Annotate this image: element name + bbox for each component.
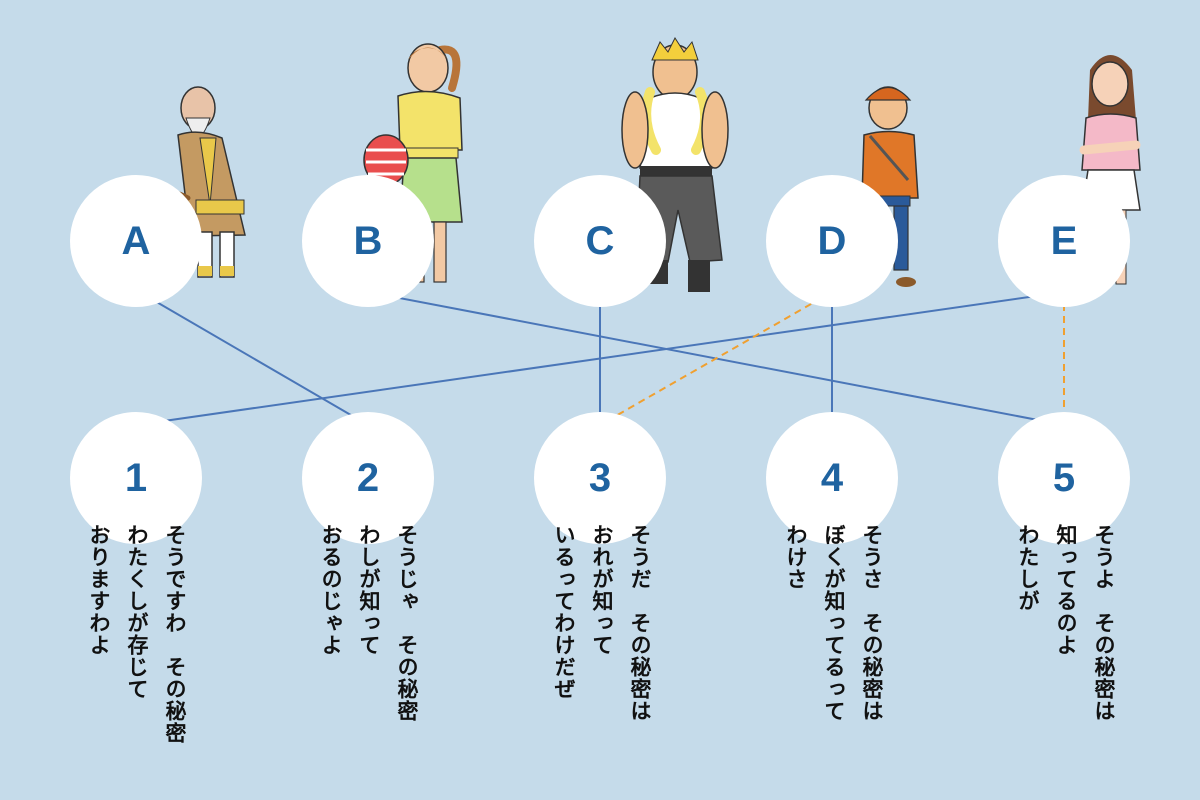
speech-5-node: 5 [998,412,1130,544]
connection-e-1 [135,291,1065,426]
speech-2-line-2: わしが知って [357,524,381,656]
character-b-illustration [363,43,463,283]
speech-3-number: 3 [588,455,612,500]
speech-3-text: そうだ その秘密はおれが知っているってわけだぜ [545,524,659,722]
speech-1-line-1: そうですわ その秘密 [163,524,187,744]
speech-2-number: 2 [356,455,380,500]
speech-2-line-3: おるのじゃよ [319,524,343,656]
speech-4-line-2: ぼくが知ってるって [822,524,846,722]
speech-4-text: そうさ その秘密はぼくが知ってるってわけさ [777,524,891,722]
speech-3-node: 3 [534,412,666,544]
connection-d-3-dashed [599,291,833,426]
speech-3-line-3: いるってわけだぜ [552,524,576,700]
speech-4-line-3: わけさ [784,524,808,590]
speech-5-line-1: そうよ その秘密は [1092,524,1116,722]
character-d-node: D [766,175,898,307]
speech-4-line-1: そうさ その秘密は [860,524,884,722]
character-d-label: D [817,218,847,263]
speech-5-line-3: わたしが [1016,524,1040,612]
speech-3-line-2: おれが知って [590,524,614,656]
speech-1-number: 1 [124,455,148,500]
character-e-label: E [1050,218,1078,263]
speech-4-node: 4 [766,412,898,544]
character-a-label: A [121,218,151,263]
character-c-node: C [534,175,666,307]
speech-1-node: 1 [70,412,202,544]
speech-2-line-1: そうじゃ その秘密 [395,524,419,722]
speech-5-number: 5 [1052,455,1076,500]
character-c-label: C [585,218,615,263]
speech-5-text: そうよ その秘密は知ってるのよわたしが [1009,524,1123,722]
connection-a-2 [135,289,369,426]
speech-2-text: そうじゃ その秘密わしが知っておるのじゃよ [312,524,426,722]
speech-1-text: そうですわ その秘密わたくしが存じておりますわよ [80,524,194,744]
character-e-node: E [998,175,1130,307]
character-b-node: B [302,175,434,307]
speech-4-number: 4 [820,455,844,500]
speech-3-line-1: そうだ その秘密は [628,524,652,722]
speech-2-node: 2 [302,412,434,544]
speech-1-line-2: わたくしが存じて [125,524,149,700]
character-b-label: B [353,218,383,263]
speech-1-line-3: おりますわよ [87,524,111,656]
speech-5-line-2: 知ってるのよ [1054,524,1078,656]
character-a-node: A [70,175,202,307]
